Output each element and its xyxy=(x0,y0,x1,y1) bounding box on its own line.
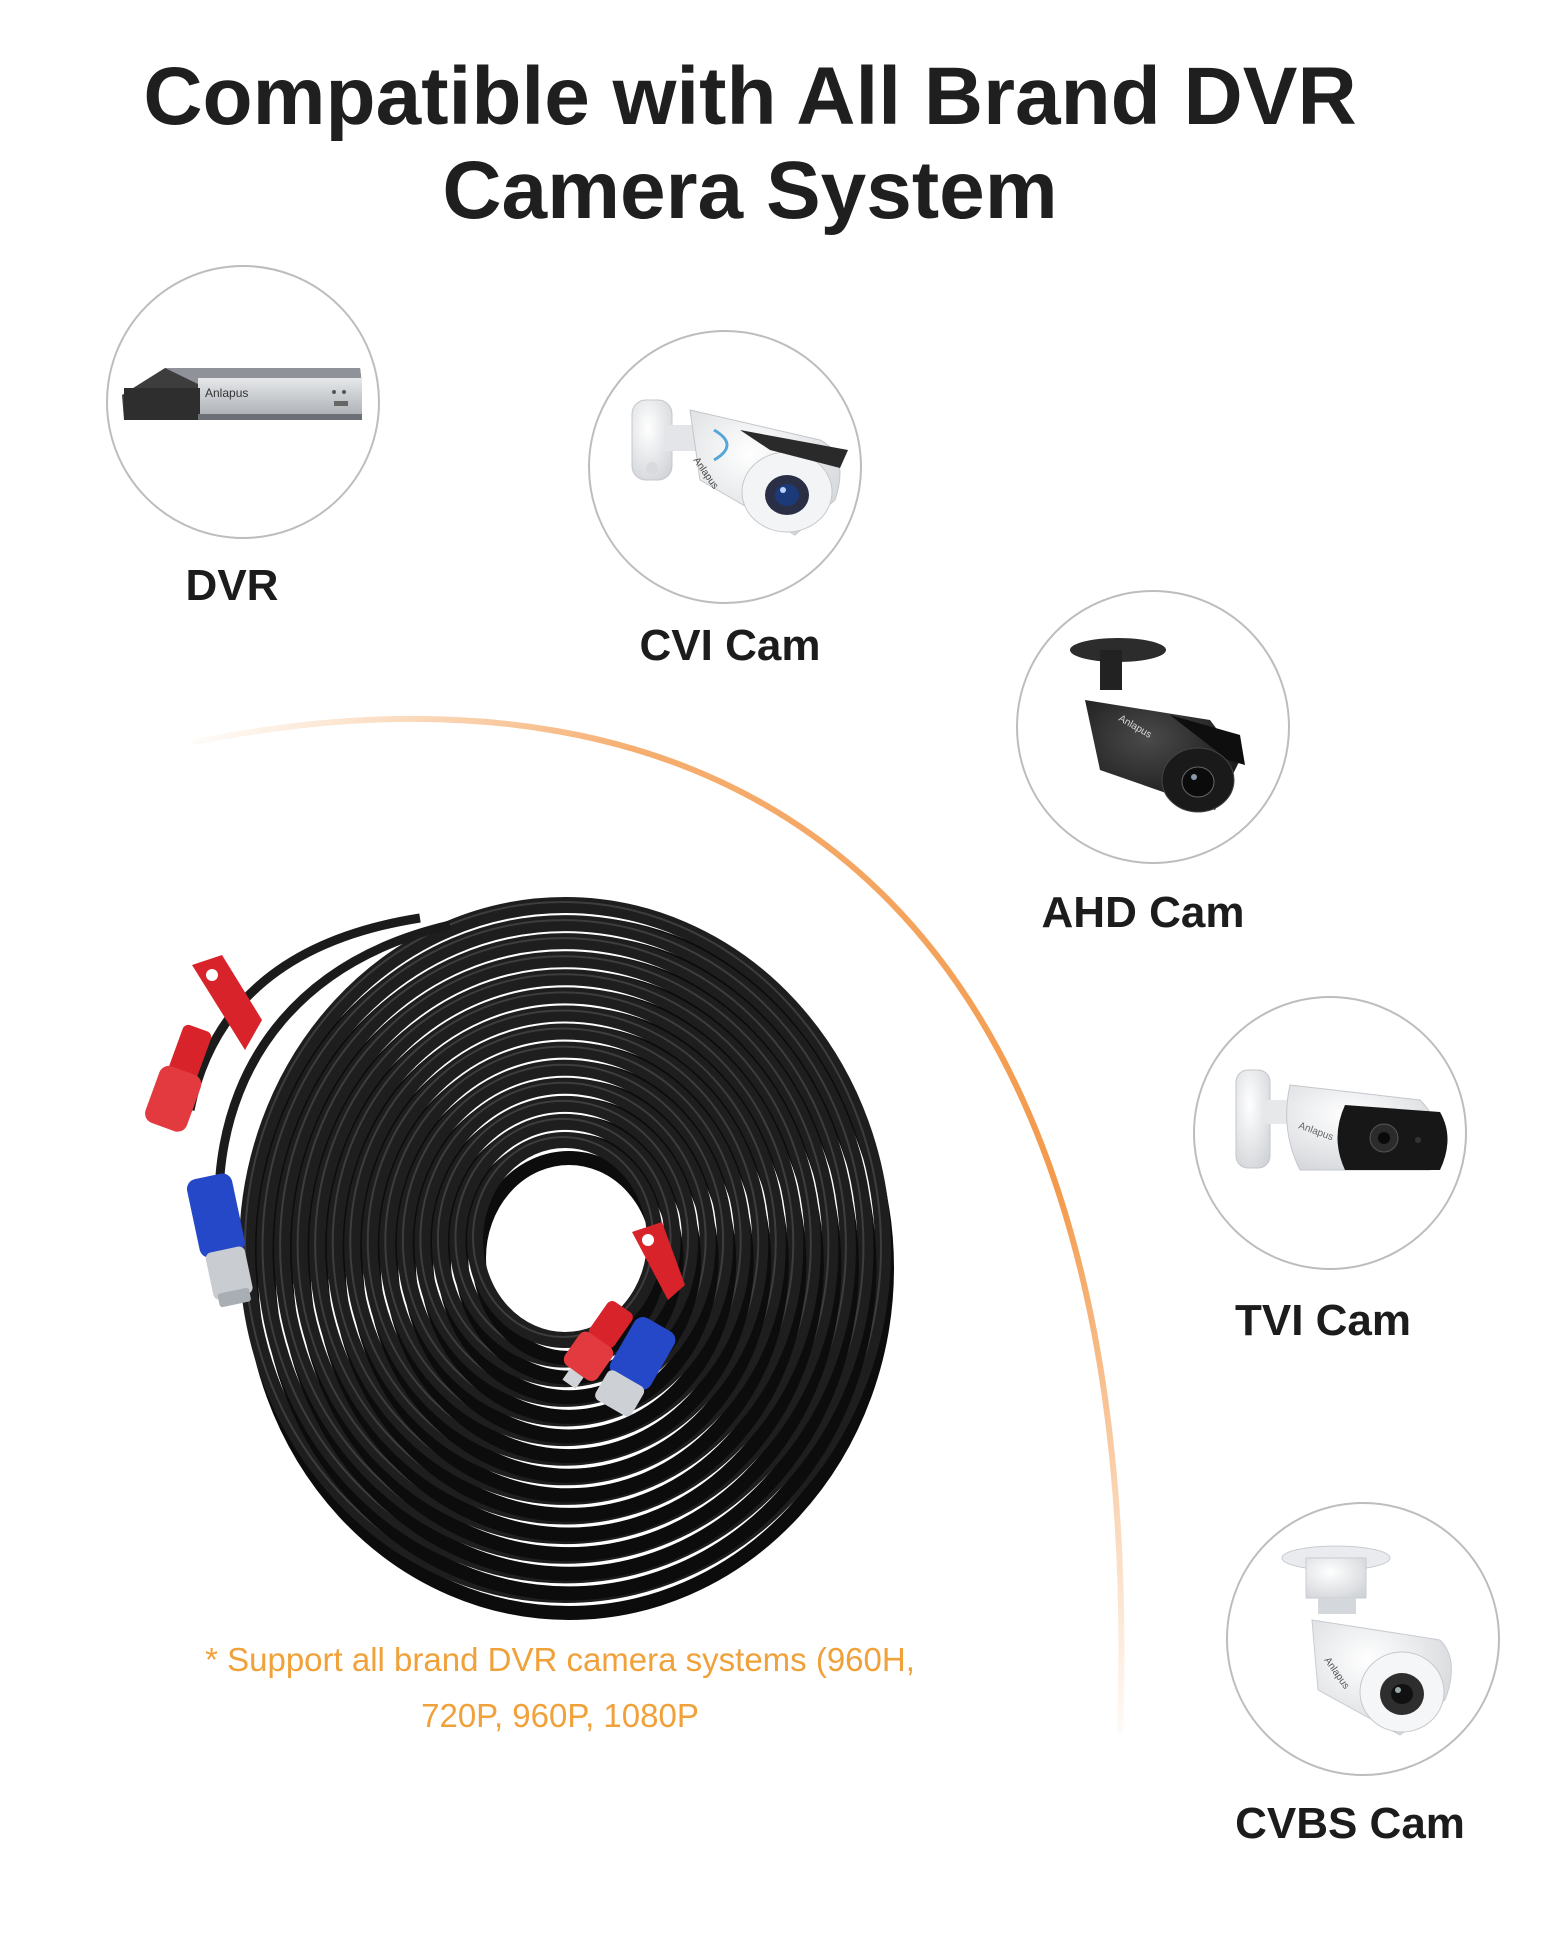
compatibility-note: * Support all brand DVR camera systems (… xyxy=(150,1632,970,1744)
decorative-arc xyxy=(192,716,1125,1733)
title-line-2: Camera System xyxy=(442,145,1058,236)
device-tvi-cam xyxy=(1193,996,1467,1270)
device-cvbs-cam xyxy=(1226,1502,1500,1776)
black-bullet-camera-icon xyxy=(1070,638,1245,813)
note-line-1: * Support all brand DVR camera systems (… xyxy=(205,1641,915,1678)
cvbs-cam-label: CVBS Cam xyxy=(1235,1799,1465,1848)
cable-connectors xyxy=(145,913,685,1417)
white-dome-bullet-camera-icon xyxy=(1281,1545,1452,1736)
ahd-cam-label: AHD Cam xyxy=(1042,888,1245,937)
white-box-camera-icon xyxy=(1235,1069,1448,1171)
bnc-cable-coil xyxy=(239,897,894,1620)
tvi-cam-label: TVI Cam xyxy=(1235,1296,1411,1345)
device-ahd-cam xyxy=(1016,590,1290,864)
cvi-cam-label: CVI Cam xyxy=(640,621,821,670)
dvr-recorder-icon: Anlapus xyxy=(122,368,362,420)
red-rca-connector-outer xyxy=(145,1024,212,1132)
note-line-2: 720P, 960P, 1080P xyxy=(421,1697,699,1734)
red-rca-connector-inner xyxy=(562,1300,633,1389)
white-bullet-camera-icon xyxy=(631,399,848,536)
blue-bnc-connector-inner xyxy=(595,1317,676,1417)
page-title: Compatible with All Brand DVR Camera Sys… xyxy=(0,50,1500,238)
cable-ring-highlight xyxy=(472,1136,654,1338)
lead-wire-outer xyxy=(185,913,421,1111)
title-line-1: Compatible with All Brand DVR xyxy=(143,51,1357,142)
device-cvi-cam xyxy=(588,330,862,604)
device-dvr: Anlapus xyxy=(106,265,380,539)
lead-wire-outer-2 xyxy=(215,920,452,1176)
dvr-label: DVR xyxy=(186,561,279,610)
blue-bnc-connector-outer xyxy=(186,1173,253,1308)
dvr-brand: Anlapus xyxy=(205,386,248,400)
